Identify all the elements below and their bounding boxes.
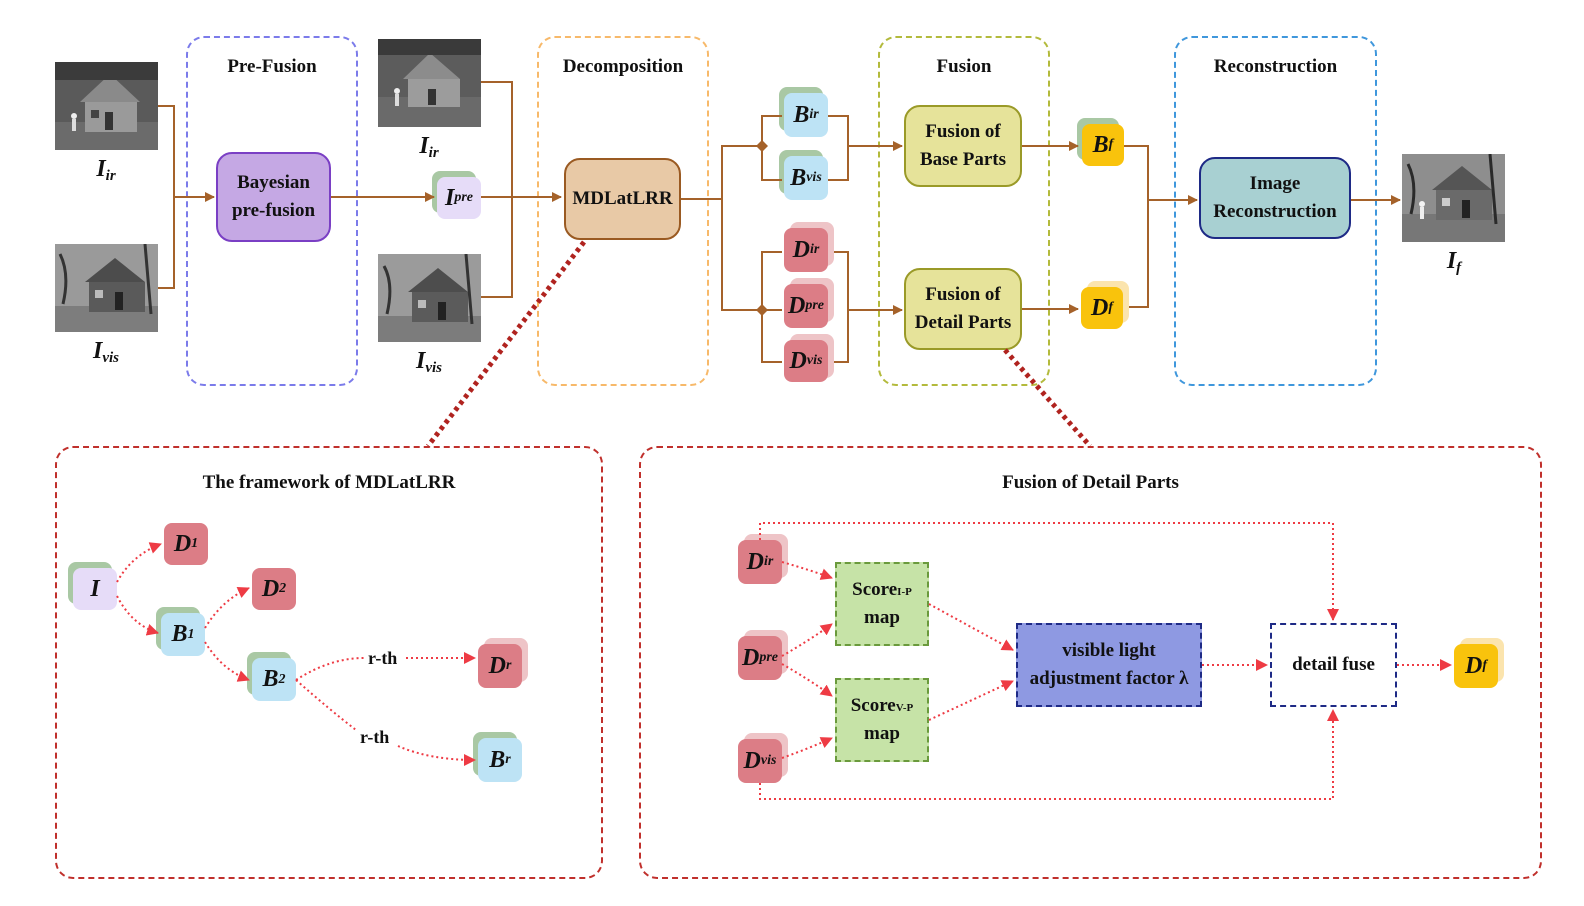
edge-label-rth-bottom: r-th: [360, 727, 390, 747]
edge-label-rth-top: r-th: [368, 648, 398, 668]
detail-fusion-section: [639, 446, 1542, 879]
main-flow-lines: [158, 81, 1401, 363]
ir-photo-left: [55, 62, 158, 150]
framework-arrows: [116, 542, 476, 766]
detail-fuse-block: detail fuse: [1270, 623, 1397, 707]
prefusion-section: [186, 36, 358, 386]
score-vp-map-block: ScoreV-P map: [835, 678, 929, 762]
score-ip-map-block: ScoreI-P map: [835, 562, 929, 646]
label-i-ir-left: Iir: [96, 156, 116, 184]
fused-photo: [1402, 154, 1505, 242]
tile-i: I: [73, 568, 117, 610]
detail-arrows: [759, 522, 1452, 800]
reconstruction-title: Reconstruction: [1213, 56, 1338, 77]
mdlatlrr-block: MDLatLRR: [564, 158, 681, 240]
fusion-title: Fusion: [936, 56, 992, 77]
label-i-f: If: [1446, 248, 1462, 276]
fusion-base-parts-block: Fusion of Base Parts: [904, 105, 1022, 187]
mdlatlrr-framework-title: The framework of MDLatLRR: [202, 472, 456, 493]
vis-photo-left: [55, 244, 158, 332]
reconstruction-section: [1174, 36, 1377, 386]
decomposition-title: Decomposition: [562, 56, 684, 77]
score-vp-map-title: ScoreV-P: [850, 694, 914, 716]
score-ip-map-title: ScoreI-P: [852, 578, 912, 600]
visible-light-factor-block: visible light adjustment factor λ: [1016, 623, 1202, 707]
detail-fusion-title: Fusion of Detail Parts: [1002, 472, 1179, 493]
decomposition-section: [537, 36, 709, 386]
ir-photo-mid: [378, 39, 481, 127]
label-i-vis-left: Ivis: [92, 338, 119, 366]
score-vp-map-label: map: [864, 723, 900, 744]
fusion-section: [878, 36, 1050, 386]
fusion-detail-parts-block: Fusion of Detail Parts: [904, 268, 1022, 350]
score-ip-map-label: map: [864, 607, 900, 628]
bayesian-prefusion-block: Bayesian pre-fusion: [216, 152, 331, 242]
junction-dots: [756, 140, 768, 316]
image-reconstruction-block: Image Reconstruction: [1199, 157, 1351, 239]
label-i-vis-mid: Ivis: [415, 348, 442, 376]
vis-photo-mid: [378, 254, 481, 342]
zoom-lines: [426, 240, 1092, 448]
prefusion-title: Pre-Fusion: [227, 56, 317, 77]
mdlatlrr-framework-section: [55, 446, 603, 879]
label-i-ir-mid: Iir: [419, 133, 439, 161]
